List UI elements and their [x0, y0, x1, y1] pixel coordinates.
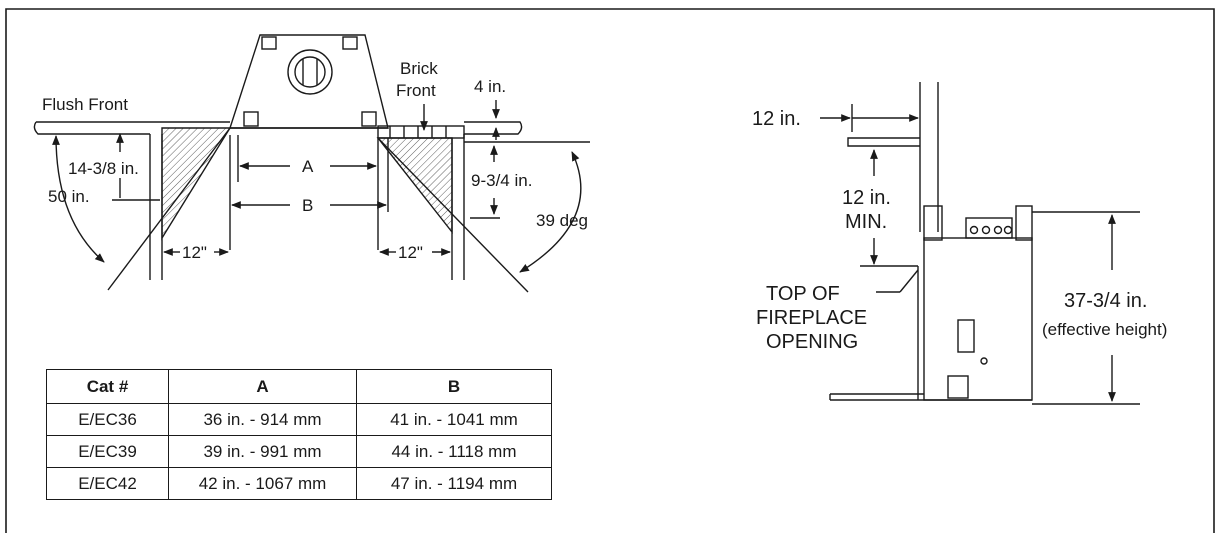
vent-circle: [287, 49, 333, 95]
table-row: E/EC42 42 in. - 1067 mm 47 in. - 1194 mm: [46, 467, 552, 500]
height-note-label: (effective height): [1042, 320, 1167, 339]
bracket: [342, 36, 358, 50]
right-view-labels: 12 in. 12 in. MIN. TOP OF FIREPLACE OPEN…: [752, 108, 1167, 353]
fireplace-body: [923, 237, 1033, 401]
bracket: [361, 111, 377, 127]
fireplace-hood: [229, 34, 389, 129]
table-cell: 44 in. - 1118 mm: [356, 435, 552, 468]
top-bracket: [923, 205, 943, 241]
top-of-opening-label: OPENING: [766, 331, 858, 353]
dim-b-label: B: [302, 196, 313, 215]
height-value-label: 37-3/4 in.: [1064, 290, 1147, 312]
header-a: A: [168, 369, 357, 404]
table-cell: E/EC39: [46, 435, 169, 468]
flush-front-label: Flush Front: [42, 95, 128, 114]
dim-4in-label: 4 in.: [474, 77, 506, 96]
top-bracket: [1015, 205, 1033, 241]
right-hatched-return: [376, 137, 453, 235]
table-row: E/EC36 36 in. - 914 mm 41 in. - 1041 mm: [46, 403, 552, 436]
brick-front-label: Front: [396, 81, 436, 100]
brick-front-wall: [464, 121, 523, 135]
catalog-table: Cat # A B E/EC36 36 in. - 914 mm 41 in. …: [46, 369, 552, 500]
top-of-opening-label: FIREPLACE: [756, 307, 867, 329]
table-cell: E/EC42: [46, 467, 169, 500]
table-header-row: Cat # A B: [46, 369, 552, 404]
right-side-view: [820, 82, 1140, 405]
table-cell: 42 in. - 1067 mm: [168, 467, 357, 500]
table-cell: E/EC36: [46, 403, 169, 436]
flush-front-wall: [33, 121, 230, 135]
dim-12-right-label: 12": [398, 243, 423, 262]
dim-12min-label: 12 in.: [842, 187, 891, 209]
dim-12min-label: MIN.: [845, 211, 887, 233]
brick-row: [377, 125, 465, 139]
dim-12in-label: 12 in.: [752, 108, 801, 130]
bracket: [261, 36, 277, 50]
page-border: [5, 8, 1215, 533]
left-top-view: [33, 34, 590, 293]
left-hatched-return: [161, 127, 232, 241]
dim-14in-label: 14-3/8 in.: [68, 159, 139, 178]
dim-a-label: A: [302, 157, 314, 176]
dim-12-left-label: 12": [182, 243, 207, 262]
dim-39deg-label: 39 deg: [536, 211, 588, 230]
table-row: E/EC39 39 in. - 991 mm 44 in. - 1118 mm: [46, 435, 552, 468]
dim-9in-label: 9-3/4 in.: [471, 171, 532, 190]
table-cell: 39 in. - 991 mm: [168, 435, 357, 468]
bracket: [243, 111, 259, 127]
dim-50in-label: 50 in.: [48, 187, 90, 206]
table-cell: 36 in. - 914 mm: [168, 403, 357, 436]
header-b: B: [356, 369, 552, 404]
top-of-opening-label: TOP OF: [766, 283, 840, 305]
table-cell: 47 in. - 1194 mm: [356, 467, 552, 500]
left-view-labels: Flush Front Brick Front 4 in. 14-3/8 in.…: [42, 59, 588, 262]
table-cell: 41 in. - 1041 mm: [356, 403, 552, 436]
brick-front-label: Brick: [400, 59, 438, 78]
header-cat: Cat #: [46, 369, 169, 404]
